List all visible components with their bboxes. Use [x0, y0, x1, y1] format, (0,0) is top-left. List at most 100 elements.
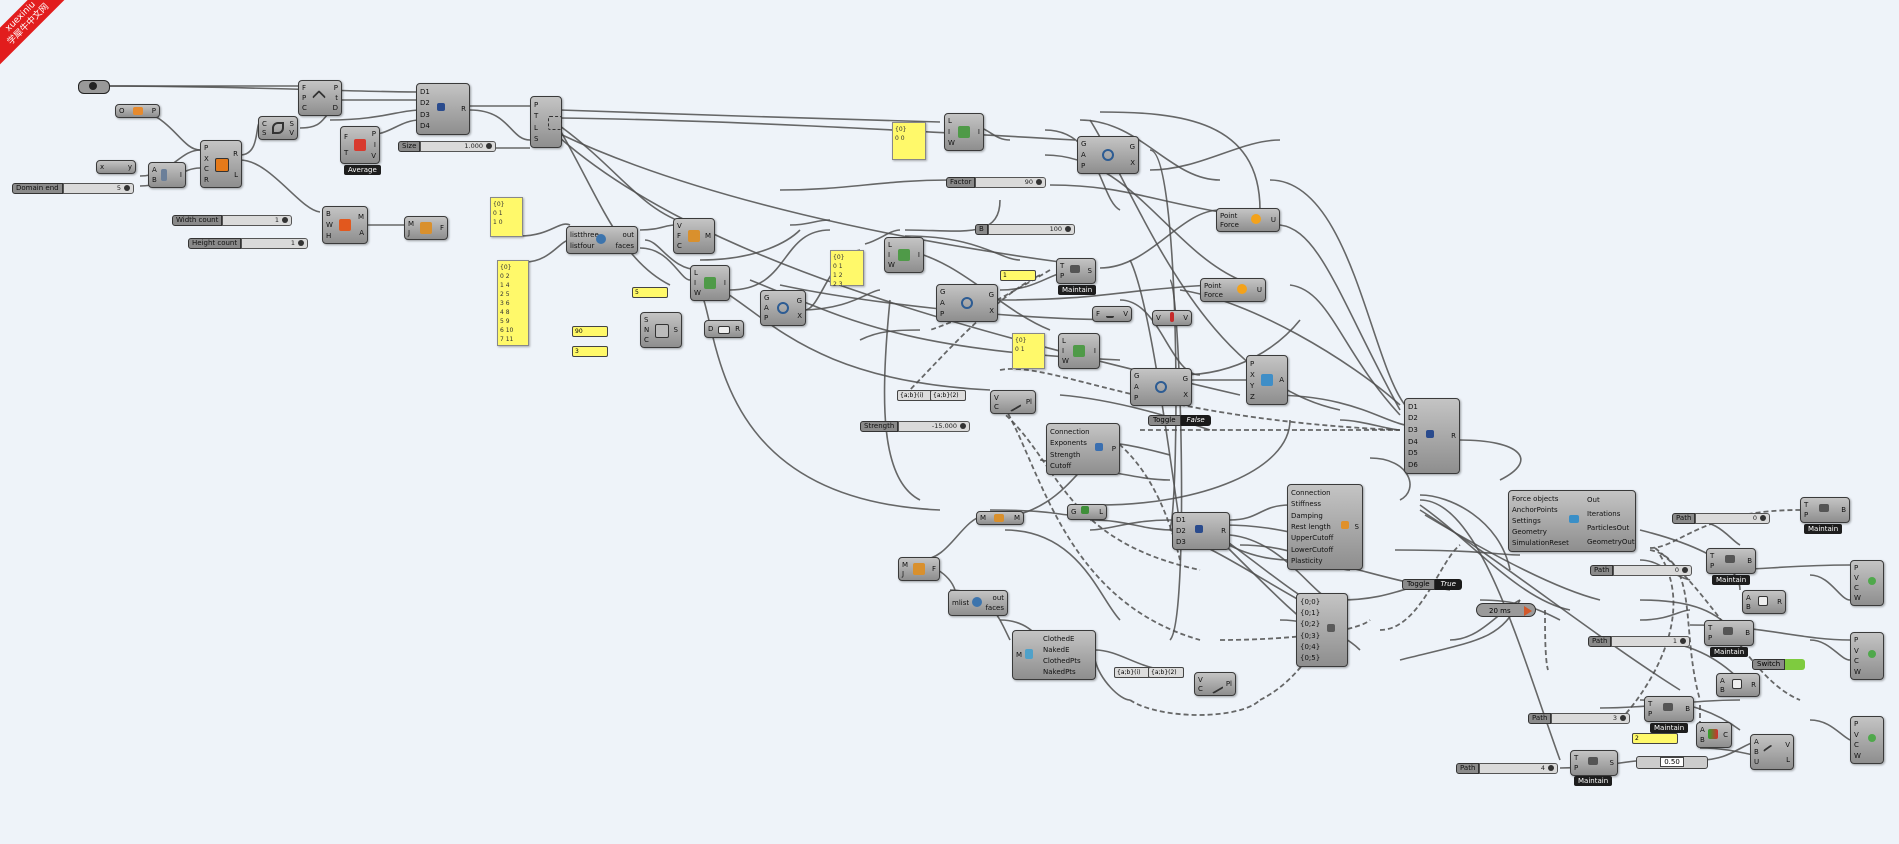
- domain-end-slider[interactable]: Domain end 5: [12, 183, 134, 194]
- param-node[interactable]: [78, 80, 110, 94]
- toggle-false[interactable]: Toggle False: [1148, 415, 1211, 426]
- component-mesh-edges[interactable]: M M: [976, 511, 1024, 525]
- component-paths[interactable]: {0;0}{0;1}{0;2}{0;3}{0;4}{0;5}: [1296, 593, 1348, 667]
- path-track[interactable]: 0: [1613, 565, 1692, 576]
- slider-knob[interactable]: [1065, 226, 1071, 232]
- path-track[interactable]: 4: [1479, 763, 1558, 774]
- number-1[interactable]: 1: [1000, 270, 1036, 281]
- number-90[interactable]: 90: [572, 326, 608, 337]
- slider-knob[interactable]: [486, 143, 492, 149]
- slider-knob[interactable]: [1680, 638, 1686, 644]
- number-3[interactable]: 3: [572, 346, 608, 357]
- path-slider-1[interactable]: Path 1: [1588, 636, 1690, 647]
- component-gl[interactable]: G L: [1067, 504, 1107, 520]
- component-o-p[interactable]: O P: [115, 104, 160, 118]
- path-slider-0[interactable]: Path 0: [1672, 513, 1770, 524]
- panel-5[interactable]: {0} 0 1: [1012, 333, 1045, 369]
- strength-track[interactable]: -15.000: [898, 421, 970, 432]
- panel-2[interactable]: {0} 0 2 1 4 2 5 3 6 4 8 5 9 6 10 7 11: [497, 260, 529, 346]
- slider-knob[interactable]: [1620, 715, 1626, 721]
- slider-knob[interactable]: [1036, 179, 1042, 185]
- list-item-d[interactable]: {a;b}(2): [1148, 667, 1184, 678]
- switch-toggle[interactable]: Switch: [1752, 659, 1806, 670]
- strength-slider[interactable]: Strength -15.000: [860, 421, 970, 432]
- b-track[interactable]: 100: [987, 224, 1075, 235]
- panel-4[interactable]: {0} 0 0: [892, 122, 926, 160]
- path-slider-4[interactable]: Path 4: [1456, 763, 1558, 774]
- slider-knob[interactable]: [1760, 515, 1766, 521]
- toggle-true[interactable]: Toggle True: [1402, 579, 1462, 590]
- panel-3[interactable]: {0} 0 1 1 2 2 3: [830, 250, 864, 288]
- switch-state[interactable]: [1785, 659, 1806, 670]
- path-slider-b[interactable]: Path 0: [1590, 565, 1692, 576]
- factor-slider[interactable]: Factor 90: [946, 177, 1046, 188]
- height-count-track[interactable]: 1: [241, 238, 308, 249]
- number-5[interactable]: 5: [632, 287, 668, 298]
- slider-knob[interactable]: [124, 185, 130, 191]
- component-fz[interactable]: F V: [1092, 306, 1132, 322]
- list-item-b[interactable]: {a;b}(2): [930, 390, 966, 401]
- component-x-y[interactable]: x y: [96, 160, 136, 174]
- ratio-slider[interactable]: 0.50: [1636, 756, 1708, 769]
- list-item-c[interactable]: {a;b}(i): [1114, 667, 1150, 678]
- slider-knob[interactable]: [282, 217, 288, 223]
- slider-knob[interactable]: [1548, 765, 1554, 771]
- panel-1[interactable]: {0} 0 1 1 0: [490, 197, 523, 237]
- path-track[interactable]: 0: [1695, 513, 1770, 524]
- path-track[interactable]: 1: [1611, 636, 1690, 647]
- slider-knob[interactable]: [960, 423, 966, 429]
- domain-end-track[interactable]: 5: [62, 183, 134, 194]
- slider-knob[interactable]: [298, 240, 304, 246]
- component-vv[interactable]: V V: [1152, 310, 1192, 326]
- height-count-slider[interactable]: Height count 1: [188, 238, 308, 249]
- width-count-track[interactable]: 1: [222, 215, 292, 226]
- number-2[interactable]: 2: [1632, 733, 1678, 744]
- component-dr[interactable]: D R: [704, 320, 744, 338]
- toggle-state[interactable]: False: [1180, 415, 1211, 426]
- factor-track[interactable]: 90: [975, 177, 1046, 188]
- slider-knob[interactable]: [1682, 567, 1688, 573]
- size-track[interactable]: 1.000: [420, 141, 496, 152]
